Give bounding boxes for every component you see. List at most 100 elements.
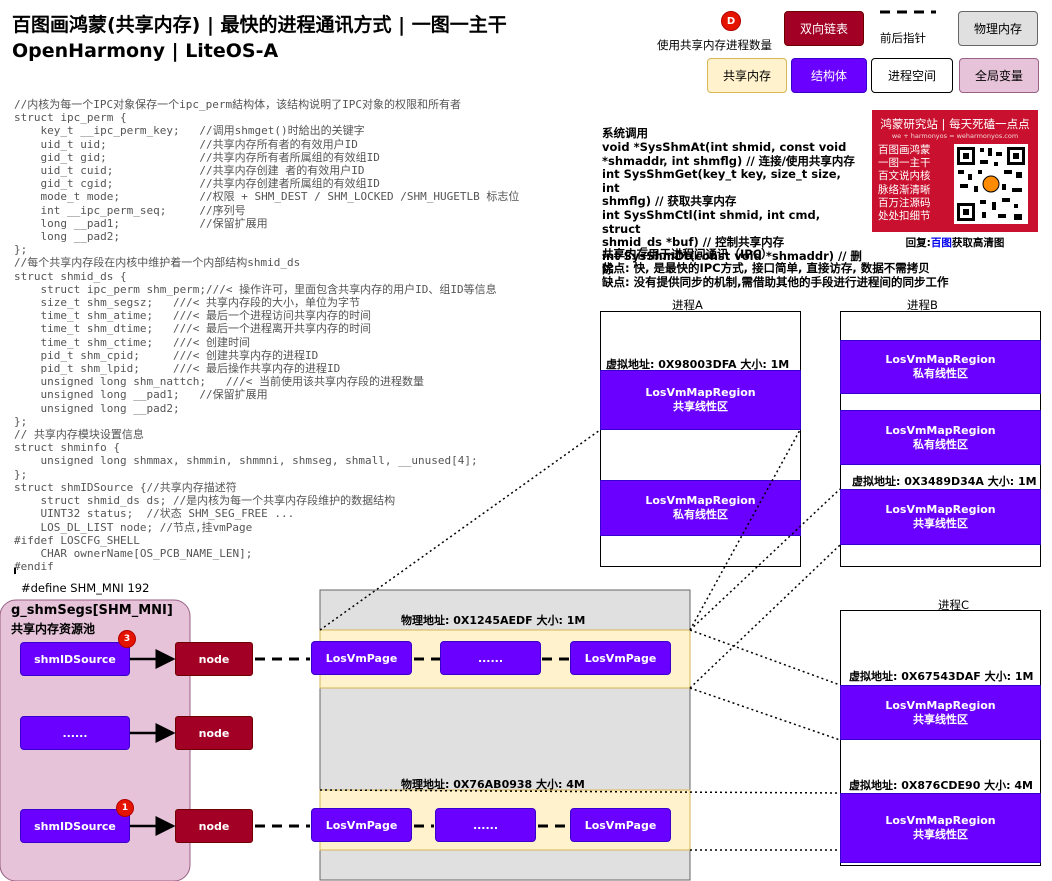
code-line: #endif <box>14 560 54 574</box>
vm-page-2b: LosVmPage <box>570 808 671 842</box>
promo-footer-link[interactable]: 百图 <box>930 236 952 249</box>
process-c-shared-region-2: LosVmMapRegion 共享线性区 <box>840 793 1041 863</box>
code-line: time_t shm_dtime; ///< 最后一个进程离开共享内存的时间 <box>14 322 372 336</box>
code-line: }; <box>14 243 28 257</box>
region-kind: 共享线性区 <box>673 400 728 413</box>
legend-count-caption: 使用共享内存进程数量 <box>657 38 772 52</box>
process-a-vaddr: 虚拟地址: 0X98003DFA 大小: 1M <box>606 358 790 371</box>
shm-id-source-3: shmIDSource <box>20 809 130 843</box>
code-line: long __pad1; //保留扩展用 <box>14 216 268 230</box>
legend-count-badge: D <box>721 11 741 31</box>
code-line: struct ipc_perm { <box>14 111 127 125</box>
region-kind: 共享线性区 <box>913 712 968 726</box>
promo-subtitle: we + harmonyos = weharmonyos.com <box>891 132 1019 140</box>
code-line: long __pad2; <box>14 230 120 244</box>
node-3: node <box>175 809 253 843</box>
code-line: struct ipc_perm shm_perm;///< 操作许可，里面包含共… <box>14 282 497 296</box>
code-line: }; <box>14 467 28 481</box>
code-line: CHAR ownerName[OS_PCB_NAME_LEN]; <box>14 546 253 560</box>
physical-block-1-header: 物理地址: 0X1245AEDF 大小: 1M <box>401 614 586 627</box>
region-name: LosVmMapRegion <box>645 386 756 399</box>
code-line: //内核为每一个IPC对象保存一个ipc_perm結构体，该结构说明了IPC对象… <box>14 98 461 111</box>
process-c-shared-region-1: LosVmMapRegion 共享线性区 <box>840 685 1041 740</box>
code-line: gid_t cgid; //共享内存创建者所属组的有效组ID <box>14 177 380 191</box>
legend-physical-memory: 物理内存 <box>958 11 1038 46</box>
legend-struct: 结构体 <box>791 58 867 93</box>
process-b-vaddr: 虚拟地址: 0X3489D34A 大小: 1M <box>852 475 1037 488</box>
code-line: time_t shm_atime; ///< 最后一个进程访问共享内存的时间 <box>14 309 372 323</box>
legend-process-space: 进程空间 <box>871 58 953 93</box>
code-cursor <box>14 568 16 574</box>
syscall-line: int SysShmGet(key_t key, size_t size, in… <box>602 167 841 195</box>
code-line: gid_t gid; //共享内存所有者所属组的有效组ID <box>14 150 380 164</box>
code-line: uid_t cuid; //共享内存创建 者的有效用户ID <box>14 164 365 178</box>
legend-shared-memory: 共享内存 <box>707 58 787 93</box>
node-1: node <box>175 642 253 676</box>
code-line: pid_t shm_lpid; ///< 最后操作共享内存的进程ID <box>14 362 341 376</box>
code-line: UINT32 status; //状态 SHM_SEG_FREE ... <box>14 507 295 521</box>
vm-page-1-ellipsis: ...... <box>440 641 541 675</box>
code-line: uid_t uid; //共享内存所有者的有效用户ID <box>14 137 358 151</box>
summary-line-1: 共享内存用于进程间通讯（IPC） <box>602 247 773 261</box>
code-line: struct shmIDSource {//共享内存描述符 <box>14 480 237 494</box>
vm-page-2-ellipsis: ...... <box>435 808 536 842</box>
vm-page-2a: LosVmPage <box>311 808 412 842</box>
process-c-title: 进程C <box>938 598 970 612</box>
region-kind: 共享线性区 <box>913 517 968 530</box>
region-name: LosVmMapRegion <box>645 494 756 507</box>
code-line: pid_t shm_cpid; ///< 创建共享内存的进程ID <box>14 348 319 362</box>
promo-line: 百文说内核 <box>878 170 931 183</box>
syscall-line: *shmaddr, int shmflg) // 连接/使用共享内存 <box>602 153 855 168</box>
code-line: int __ipc_perm_seq; //序列号 <box>14 203 246 217</box>
vm-page-1a: LosVmPage <box>311 641 412 675</box>
code-line: unsigned long shm_nattch; ///< 当前使用该共享内存… <box>14 375 425 389</box>
region-name: LosVmMapRegion <box>885 814 996 827</box>
region-kind: 私有线性区 <box>913 367 968 380</box>
process-b-shared-region: LosVmMapRegion 共享线性区 <box>840 489 1041 545</box>
promo-footer-post: 获取高清图 <box>951 236 1005 249</box>
process-c-vaddr-1: 虚拟地址: 0X67543DAF 大小: 1M <box>849 670 1034 683</box>
qr-code-icon <box>954 144 1028 224</box>
process-b-private-region-2: LosVmMapRegion 私有线性区 <box>840 410 1041 465</box>
region-kind: 私有线性区 <box>673 508 728 521</box>
page-subtitle: OpenHarmony | LiteOS-A <box>12 40 279 62</box>
code-line: mode_t mode; //权限 + SHM_DEST / SHM_LOCKE… <box>14 190 520 204</box>
promo-footer: 回复: 百图 获取高清图 <box>872 232 1038 252</box>
code-line: struct shminfo { <box>14 441 120 455</box>
syscall-list: void *SysShmAt(int shmid, const void*shm… <box>602 140 862 277</box>
process-b-private-region-1: LosVmMapRegion 私有线性区 <box>840 340 1041 394</box>
code-line: unsigned long __pad2; <box>14 401 180 415</box>
promo-line: 百万注源码 <box>878 196 931 209</box>
code-line: // 共享内存模块设置信息 <box>14 428 144 442</box>
vm-page-1b: LosVmPage <box>570 641 671 675</box>
syscall-line: void *SysShmAt(int shmid, const void <box>602 140 847 154</box>
code-line: size_t shm_segsz; ///< 共享内存段的大小，单位为字节 <box>14 296 361 310</box>
promo-footer-pre: 回复: <box>905 236 931 249</box>
syscall-line: int SysShmCtl(int shmid, int cmd, struct <box>602 207 821 236</box>
syscall-line: shmid_ds *buf) // 控制共享内存 <box>602 235 785 250</box>
define-shm-mni: #define SHM_MNI 192 <box>21 581 150 595</box>
promo-line: 百图画鸿蒙 <box>878 144 931 156</box>
process-b-title: 进程B <box>907 298 938 312</box>
shm-count-badge-3: 1 <box>116 799 134 817</box>
struct-code-block: //内核为每一个IPC对象保存一个ipc_perm結构体，该结构说明了IPC对象… <box>14 98 594 573</box>
process-a-private-region: LosVmMapRegion 私有线性区 <box>600 480 801 536</box>
process-a-title: 进程A <box>672 298 703 312</box>
process-a-shared-region: LosVmMapRegion 共享线性区 <box>600 370 801 430</box>
region-name: LosVmMapRegion <box>885 698 996 712</box>
legend-global-var: 全局变量 <box>959 58 1039 93</box>
syscall-line: int SysShmDt(const void *shmaddr) // 删除 <box>602 248 862 277</box>
summary-line-2: 优点: 快, 是最快的IPC方式, 接口简单, 直接访存, 数据不需拷贝 <box>602 261 930 275</box>
process-c-vaddr-2: 虚拟地址: 0X876CDE90 大小: 4M <box>849 779 1034 792</box>
code-line: unsigned long shmmax, shmmin, shmmni, sh… <box>14 454 478 468</box>
code-line: struct shmid_ds { <box>14 269 127 283</box>
code-line: key_t __ipc_perm_key; //调用shmget()时給出的关键… <box>14 124 365 138</box>
syscall-heading: 系统调用 <box>602 126 648 140</box>
shm-id-source-1: shmIDSource <box>20 642 130 676</box>
pool-subtitle: 共享内存资源池 <box>11 622 96 636</box>
code-line: #ifdef LOSCFG_SHELL <box>14 533 140 547</box>
promo-title: 鸿蒙研究站 | 每天死磕一点点 <box>880 117 1030 131</box>
legend-pointer-caption: 前后指针 <box>880 31 926 45</box>
legend-pointer-dash <box>880 10 936 14</box>
node-2: node <box>175 716 253 750</box>
